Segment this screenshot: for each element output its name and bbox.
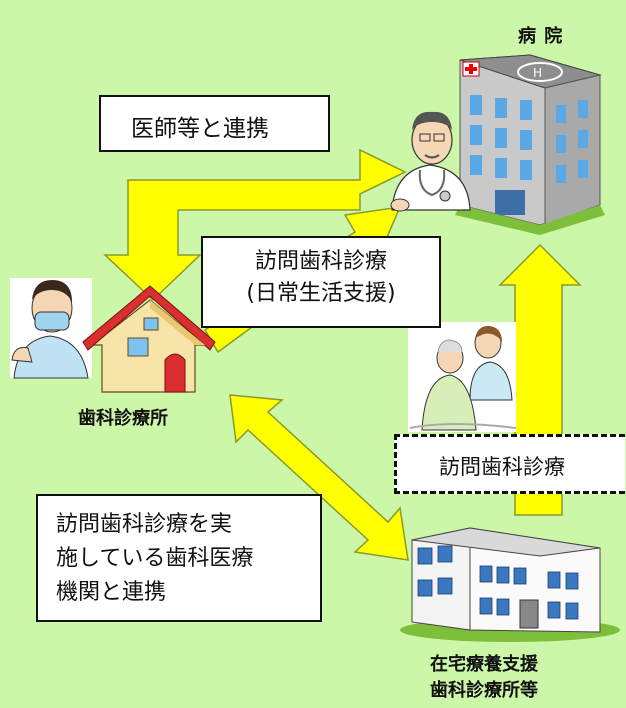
home-visit-daily-line2: (日常生活支援) [246,281,396,306]
home-visit-text: 訪問歯科診療 [439,455,565,479]
dentist-figure-icon [10,278,92,379]
arrow-clinic-home-care [229,394,409,561]
collab-line1: 訪問歯科診療を実 [56,512,233,537]
home-care-label-line2: 歯科診療所等 [430,680,538,701]
home-visit-daily-line1: 訪問歯科診療 [254,249,387,274]
home-visit-daily-box: 訪問歯科診療 (日常生活支援) [201,236,441,328]
dental-clinic-label: 歯科診療所 [78,408,168,429]
caregiver-patient-icon [408,322,517,432]
clinic-building-icon [400,527,620,642]
home-visit-box: 訪問歯科診療 [394,434,625,494]
doctor-link-text: 医師等と連携 [131,116,269,142]
arrow-hospital-to-clinic [103,148,407,302]
svg-text:H: H [533,66,542,80]
doctor-link-box: 医師等と連携 [99,95,330,152]
hospital-building-icon: H [455,54,605,235]
house-icon [82,285,216,393]
collab-line3: 機関と連携 [56,580,167,605]
collab-line2: 施している歯科医療 [56,546,254,571]
home-care-label-line1: 在宅療養支援 [430,654,538,675]
collaboration-box: 訪問歯科診療を実 施している歯科医療 機関と連携 [36,494,322,622]
doctor-figure-icon [390,111,471,212]
hospital-label: 病 院 [518,26,564,47]
